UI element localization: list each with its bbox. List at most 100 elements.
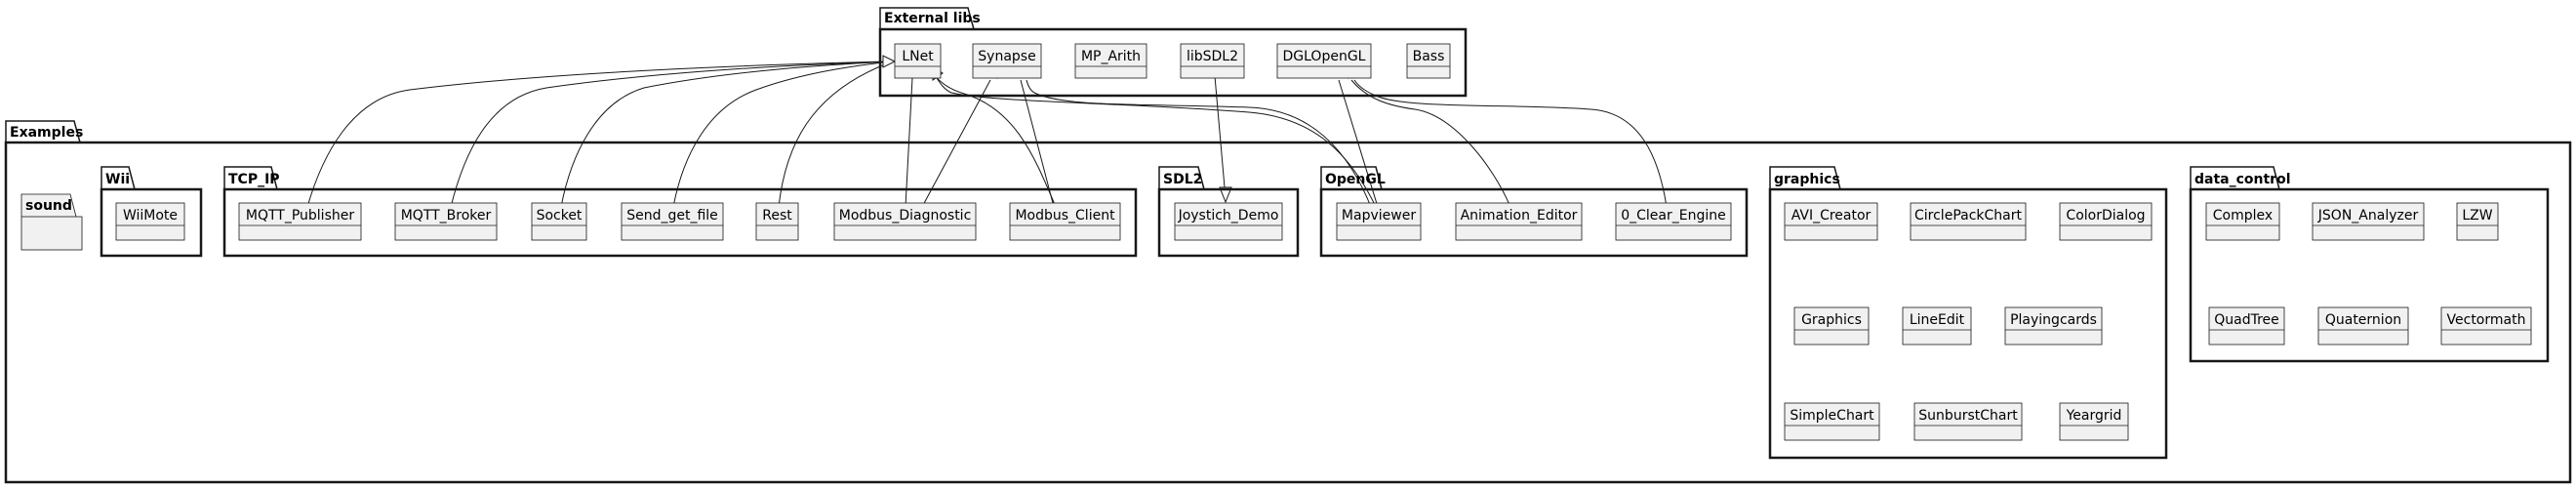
class-lineedit: LineEdit xyxy=(1902,306,1972,346)
package-tcp-ip: TCP_IP MQTT_Publisher MQTT_Broker Socket… xyxy=(222,166,1138,258)
package-body xyxy=(1768,187,2168,460)
class-name: libSDL2 xyxy=(1187,49,1238,64)
class-sunburstchart: SunburstChart xyxy=(1913,402,2023,441)
class-name: Send_get_file xyxy=(626,208,718,224)
package-title: Examples xyxy=(10,125,83,141)
class-mqtt-broker: MQTT_Broker xyxy=(394,202,498,241)
package-tab xyxy=(1769,166,1841,190)
package-tab xyxy=(1158,166,1205,190)
class-lnet: LNet xyxy=(894,43,942,79)
package-body xyxy=(100,187,203,258)
class-name: QuadTree xyxy=(2214,312,2279,328)
class-name: Rest xyxy=(762,208,792,224)
class-yeargrid: Yeargrid xyxy=(2059,402,2129,441)
edge-socket-lnet xyxy=(560,61,891,208)
class-libsdl2: libSDL2 xyxy=(1180,43,1245,79)
class-name: Synapse xyxy=(978,49,1035,64)
class-name: Yeargrid xyxy=(2066,408,2122,424)
class-name: Animation_Editor xyxy=(1461,208,1578,224)
edge-clear-engine-dglopengl xyxy=(1353,79,1668,208)
package-graphics: graphics AVI_Creator CirclePackChart Col… xyxy=(1768,166,2168,460)
edge-mqtt-publisher-lnet xyxy=(306,61,891,208)
class-rest: Rest xyxy=(755,202,799,241)
package-title: graphics xyxy=(1774,172,1840,187)
edge-libsdl2-joystich-demo xyxy=(1214,75,1226,188)
class-socket: Socket xyxy=(531,202,587,241)
edge-modbus-client-lnet xyxy=(936,77,1057,208)
class-name: Vectormath xyxy=(2447,312,2526,328)
class-modbus-client: Modbus_Client xyxy=(1009,202,1121,241)
class-quadtree: QuadTree xyxy=(2208,306,2285,346)
edge-mapviewer-lnet xyxy=(936,77,1377,208)
class-graphics: Graphics xyxy=(1793,306,1870,346)
class-bass: Bass xyxy=(1406,43,1451,79)
package-body xyxy=(4,141,2572,484)
arrowhead-lnet-left xyxy=(882,55,897,68)
class-name: MQTT_Broker xyxy=(401,208,492,224)
package-body xyxy=(878,27,1468,98)
package-body xyxy=(1319,187,1749,258)
class-avi-creator: AVI_Creator xyxy=(1784,202,1878,241)
class-name: LineEdit xyxy=(1910,312,1965,328)
package-title: Wii xyxy=(105,172,130,187)
class-name: JSON_Analyzer xyxy=(2317,208,2419,224)
edge-rest-lnet xyxy=(778,61,891,208)
class-name: DGLOpenGL xyxy=(1283,49,1366,64)
class-name: Modbus_Client xyxy=(1015,208,1115,224)
class-synapse: Synapse xyxy=(972,43,1042,79)
edge-mqtt-broker-lnet xyxy=(450,61,891,208)
class-wiimote: WiiMote xyxy=(115,202,185,241)
class-name: MQTT_Publisher xyxy=(246,208,354,224)
package-tab xyxy=(5,120,81,143)
class-joystich-demo: Joystich_Demo xyxy=(1174,202,1283,241)
package-opengl: OpenGL Mapviewer Animation_Editor 0_Clea… xyxy=(1319,166,1749,258)
class-circlepackchart: CirclePackChart xyxy=(1910,202,2027,241)
package-sound: sound xyxy=(20,193,83,251)
class-name: ColorDialog xyxy=(2066,208,2145,224)
class-playingcards: Playingcards xyxy=(2004,306,2103,346)
package-body xyxy=(2189,187,2550,363)
arrowhead-joystich-demo xyxy=(1219,186,1232,204)
package-body xyxy=(222,187,1138,258)
class-clear-engine: 0_Clear_Engine xyxy=(1615,202,1732,241)
class-name: LNet xyxy=(902,49,934,64)
package-sdl2: SDL2 Joystich_Demo xyxy=(1157,166,1300,258)
class-animation-editor: Animation_Editor xyxy=(1455,202,1583,241)
class-name: Quaternion xyxy=(2325,312,2401,328)
package-title: SDL2 xyxy=(1163,172,1202,187)
class-lzw: LZW xyxy=(2456,202,2499,241)
package-wii: Wii WiiMote xyxy=(100,166,203,258)
class-dglopengl: DGLOpenGL xyxy=(1276,43,1372,79)
class-complex: Complex xyxy=(2205,202,2280,241)
class-name: Playingcards xyxy=(2010,312,2097,328)
package-examples: Examples sound Wii WiiMote TCP_IP xyxy=(4,120,2572,484)
class-json-analyzer: JSON_Analyzer xyxy=(2312,202,2425,241)
class-name: Bass xyxy=(1413,49,1445,64)
package-title: data_control xyxy=(2194,172,2291,187)
class-name: MP_Arith xyxy=(1081,49,1141,64)
package-tab xyxy=(1320,166,1383,190)
edge-send-get-file-lnet xyxy=(672,61,891,208)
package-data-control: data_control Complex JSON_Analyzer LZW Q… xyxy=(2189,166,2550,363)
class-mp-arith: MP_Arith xyxy=(1074,43,1147,79)
package-tab xyxy=(879,7,975,30)
package-body xyxy=(20,216,83,251)
class-name: Socket xyxy=(537,208,583,224)
class-name: Complex xyxy=(2213,208,2273,224)
class-name: CirclePackChart xyxy=(1914,208,2022,224)
class-mapviewer: Mapviewer xyxy=(1336,202,1422,241)
class-send-get-file: Send_get_file xyxy=(621,202,724,241)
package-title: TCP_IP xyxy=(228,172,280,187)
class-modbus-diagnostic: Modbus_Diagnostic xyxy=(833,202,977,241)
package-title: sound xyxy=(25,198,72,214)
class-name: WiiMote xyxy=(123,208,178,224)
class-quaternion: Quaternion xyxy=(2317,306,2409,346)
package-title: OpenGL xyxy=(1325,172,1386,187)
package-title: External libs xyxy=(884,11,981,26)
class-name: AVI_Creator xyxy=(1791,208,1872,224)
class-name: SunburstChart xyxy=(1918,408,2018,424)
package-body xyxy=(1157,187,1300,258)
class-name: 0_Clear_Engine xyxy=(1621,208,1726,224)
class-name: SimpleChart xyxy=(1790,408,1874,424)
